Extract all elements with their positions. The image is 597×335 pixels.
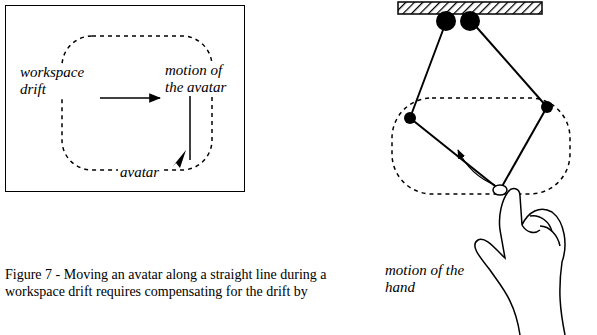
figure-label: motion of the avatar — [163, 62, 244, 96]
drift-arrow — [100, 97, 160, 99]
figure-label: motion of the hand — [383, 262, 477, 296]
figure-label: avatar — [118, 164, 161, 181]
figure-caption: Figure 7 - Moving an avatar along a stra… — [5, 266, 335, 300]
avatar-path — [62, 36, 212, 170]
hand — [475, 189, 565, 335]
hand-motion-arrow — [458, 150, 495, 185]
hand-path — [392, 98, 570, 194]
figure-label: workspace drift — [18, 64, 92, 98]
avatar-cursor — [173, 150, 186, 168]
figure-box: workspace drift motion of the avatar avata… — [5, 5, 245, 192]
